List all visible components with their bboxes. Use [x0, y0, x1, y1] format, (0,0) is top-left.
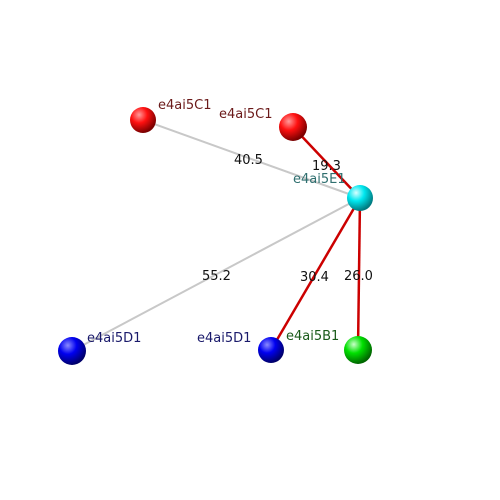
node-labels: e4ai5C1 e4ai5C1 e4ai5E1 e4ai5D1 e4ai5D1 … [87, 98, 346, 346]
edge-label-e1-d1b: 30.4 [300, 270, 329, 285]
edge-e1-d1a [71, 197, 361, 352]
node-d1a[interactable] [58, 337, 86, 365]
node-label-b1: e4ai5B1 [286, 329, 339, 344]
edge-e1-d1b [269, 197, 362, 351]
node-e1[interactable] [347, 185, 373, 211]
edge-e1-b1 [356, 197, 362, 351]
edge-label-e1-c1a: 40.5 [234, 153, 263, 168]
node-d1b[interactable] [258, 337, 284, 363]
node-label-d1b: e4ai5D1 [197, 331, 251, 346]
node-c1a[interactable] [130, 107, 156, 133]
edge-labels: 40.5 19.3 55.2 30.4 26.0 [202, 153, 373, 285]
node-label-c1b: e4ai5C1 [219, 107, 272, 122]
edge-label-e1-b1: 26.0 [344, 269, 373, 284]
edge-e1-c1b [292, 126, 361, 199]
edge-label-e1-c1b: 19.3 [312, 159, 341, 174]
edge-e1-c1a [142, 119, 361, 199]
node-label-e1: e4ai5E1 [293, 172, 346, 187]
nodes [58, 107, 373, 365]
edge-label-e1-d1a: 55.2 [202, 269, 231, 284]
node-label-d1a: e4ai5D1 [87, 331, 141, 346]
node-b1[interactable] [344, 336, 372, 364]
node-c1b[interactable] [279, 113, 307, 141]
edges [71, 119, 362, 352]
node-label-c1a: e4ai5C1 [158, 98, 211, 113]
